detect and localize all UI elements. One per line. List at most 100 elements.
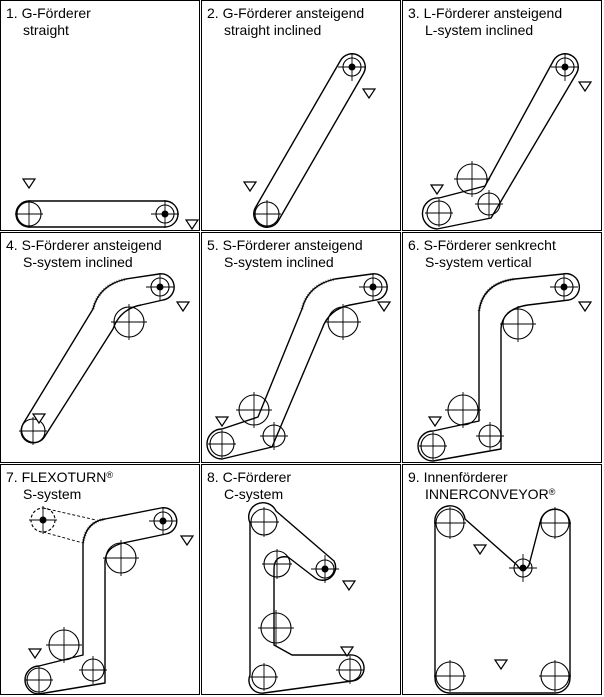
panel-innerconveyor: 9. Innenförderer INNERCONVEYOR® (402, 464, 602, 695)
flexoturn-diagram (24, 506, 195, 695)
roller-icon (476, 422, 504, 450)
drive-roller-icon (551, 53, 579, 81)
triangle-marker-icon (179, 535, 195, 547)
panel-number: 6. (408, 237, 420, 253)
panel-heading: FLEXOTURN (21, 469, 107, 485)
panel-number: 5. (207, 237, 219, 253)
roller-icon (425, 199, 453, 227)
panel-number: 1. (6, 5, 18, 21)
drive-roller-icon (146, 273, 174, 301)
triangle-marker-icon (175, 301, 191, 313)
triangle-marker-icon (27, 648, 43, 660)
straight-conveyor-diagram (15, 178, 200, 231)
panel-l-system-inclined: 3. L-Förderer ansteigend L-system inclin… (402, 0, 602, 231)
panel-subtitle: S-system inclined (224, 254, 334, 270)
roller-icon (500, 306, 536, 342)
drive-roller-icon (149, 507, 177, 535)
triangle-marker-icon (31, 413, 47, 425)
panel-number: 3. (408, 5, 420, 21)
roller-icon (19, 417, 47, 445)
panel-s-system-inclined-1: 4. S-Förderer ansteigend S-system inclin… (0, 232, 200, 463)
innerconveyor-diagram (434, 505, 571, 694)
panel-subtitle: INNERCONVEYOR® (408, 486, 555, 503)
triangle-marker-icon (361, 88, 377, 100)
s-system-inclined-diagram (19, 273, 191, 445)
panel-heading: L-Förderer ansteigend (423, 5, 563, 21)
panel-flexoturn: 7. FLEXOTURN® S-system (0, 464, 200, 695)
triangle-marker-icon (429, 184, 445, 196)
drive-roller-icon (311, 555, 339, 583)
roller-icon (46, 627, 82, 663)
panel-number: 7. (6, 469, 18, 485)
panel-heading: S-Förderer senkrecht (423, 237, 556, 253)
registered-mark: ® (548, 487, 556, 497)
roller-icon (262, 549, 292, 579)
drive-roller-icon (550, 273, 578, 301)
panel-straight: 1. G-Förderer straight (0, 0, 200, 231)
roller-icon (236, 392, 272, 428)
roller-icon (15, 200, 43, 228)
roller-icon (419, 432, 447, 460)
roller-icon (539, 660, 571, 692)
roller-icon (260, 422, 288, 450)
panel-subtitle-text: INNERCONVEYOR (425, 486, 549, 502)
panel-heading: G-Förderer (21, 5, 91, 21)
roller-icon (434, 660, 466, 692)
panel-number: 8. (207, 469, 219, 485)
panel-title: 8. C-Förderer C-system (207, 469, 291, 503)
roller-icon (445, 392, 481, 428)
drive-roller-icon (509, 554, 537, 582)
c-system-diagram (247, 502, 365, 694)
roller-icon (250, 663, 278, 691)
registered-mark: ® (106, 470, 114, 480)
triangle-marker-icon (21, 178, 37, 190)
s-system-inclined-long-diagram (206, 273, 392, 460)
drive-roller-icon (151, 200, 179, 228)
panel-heading: S-Förderer ansteigend (21, 237, 162, 253)
panel-title: 1. G-Förderer straight (6, 5, 91, 39)
straight-inclined-diagram (242, 53, 377, 228)
roller-icon (79, 656, 107, 684)
drive-roller-icon (338, 53, 366, 81)
panel-title: 9. Innenförderer INNERCONVEYOR® (408, 469, 555, 503)
panel-subtitle: L-system inclined (425, 22, 534, 38)
panel-subtitle: straight (23, 22, 69, 38)
roller-icon (25, 666, 53, 694)
panel-subtitle: straight inclined (224, 22, 322, 38)
roller-icon (249, 507, 279, 537)
triangle-marker-icon (577, 81, 593, 93)
triangle-marker-icon (339, 646, 355, 658)
panel-s-system-vertical: 6. S-Förderer senkrecht S-system vertica… (402, 232, 602, 463)
panel-subtitle: S-system vertical (425, 254, 532, 270)
panel-heading: C-Förderer (222, 469, 292, 485)
panel-number: 4. (6, 237, 18, 253)
triangle-marker-icon (472, 544, 488, 556)
roller-icon (475, 190, 503, 218)
panel-straight-inclined: 2. G-Förderer ansteigend straight inclin… (201, 0, 401, 231)
panel-title: 4. S-Förderer ansteigend S-system inclin… (6, 237, 162, 271)
triangle-marker-icon (184, 219, 200, 231)
triangle-marker-icon (242, 181, 258, 193)
panel-c-system: 8. C-Förderer C-system (201, 464, 401, 695)
panel-heading: S-Förderer ansteigend (222, 237, 363, 253)
s-system-vertical-diagram (417, 272, 593, 462)
roller-icon (325, 304, 361, 340)
panel-title: 2. G-Förderer ansteigend straight inclin… (207, 5, 364, 39)
roller-icon (208, 430, 236, 458)
triangle-marker-icon (427, 416, 443, 428)
panel-title: 6. S-Förderer senkrecht S-system vertica… (408, 237, 556, 271)
triangle-marker-icon (577, 301, 593, 313)
panel-s-system-inclined-2: 5. S-Förderer ansteigend S-system inclin… (201, 232, 401, 463)
panel-number: 2. (207, 5, 219, 21)
panel-heading: G-Förderer ansteigend (222, 5, 365, 21)
triangle-marker-icon (341, 580, 357, 592)
l-system-diagram (421, 53, 593, 230)
panel-subtitle: S-system (23, 486, 82, 502)
roller-icon (454, 161, 490, 197)
panel-heading: Innenförderer (423, 469, 508, 485)
roller-icon (103, 540, 139, 576)
triangle-marker-icon (376, 301, 392, 313)
roller-icon (253, 200, 281, 228)
drive-roller-icon (359, 273, 387, 301)
